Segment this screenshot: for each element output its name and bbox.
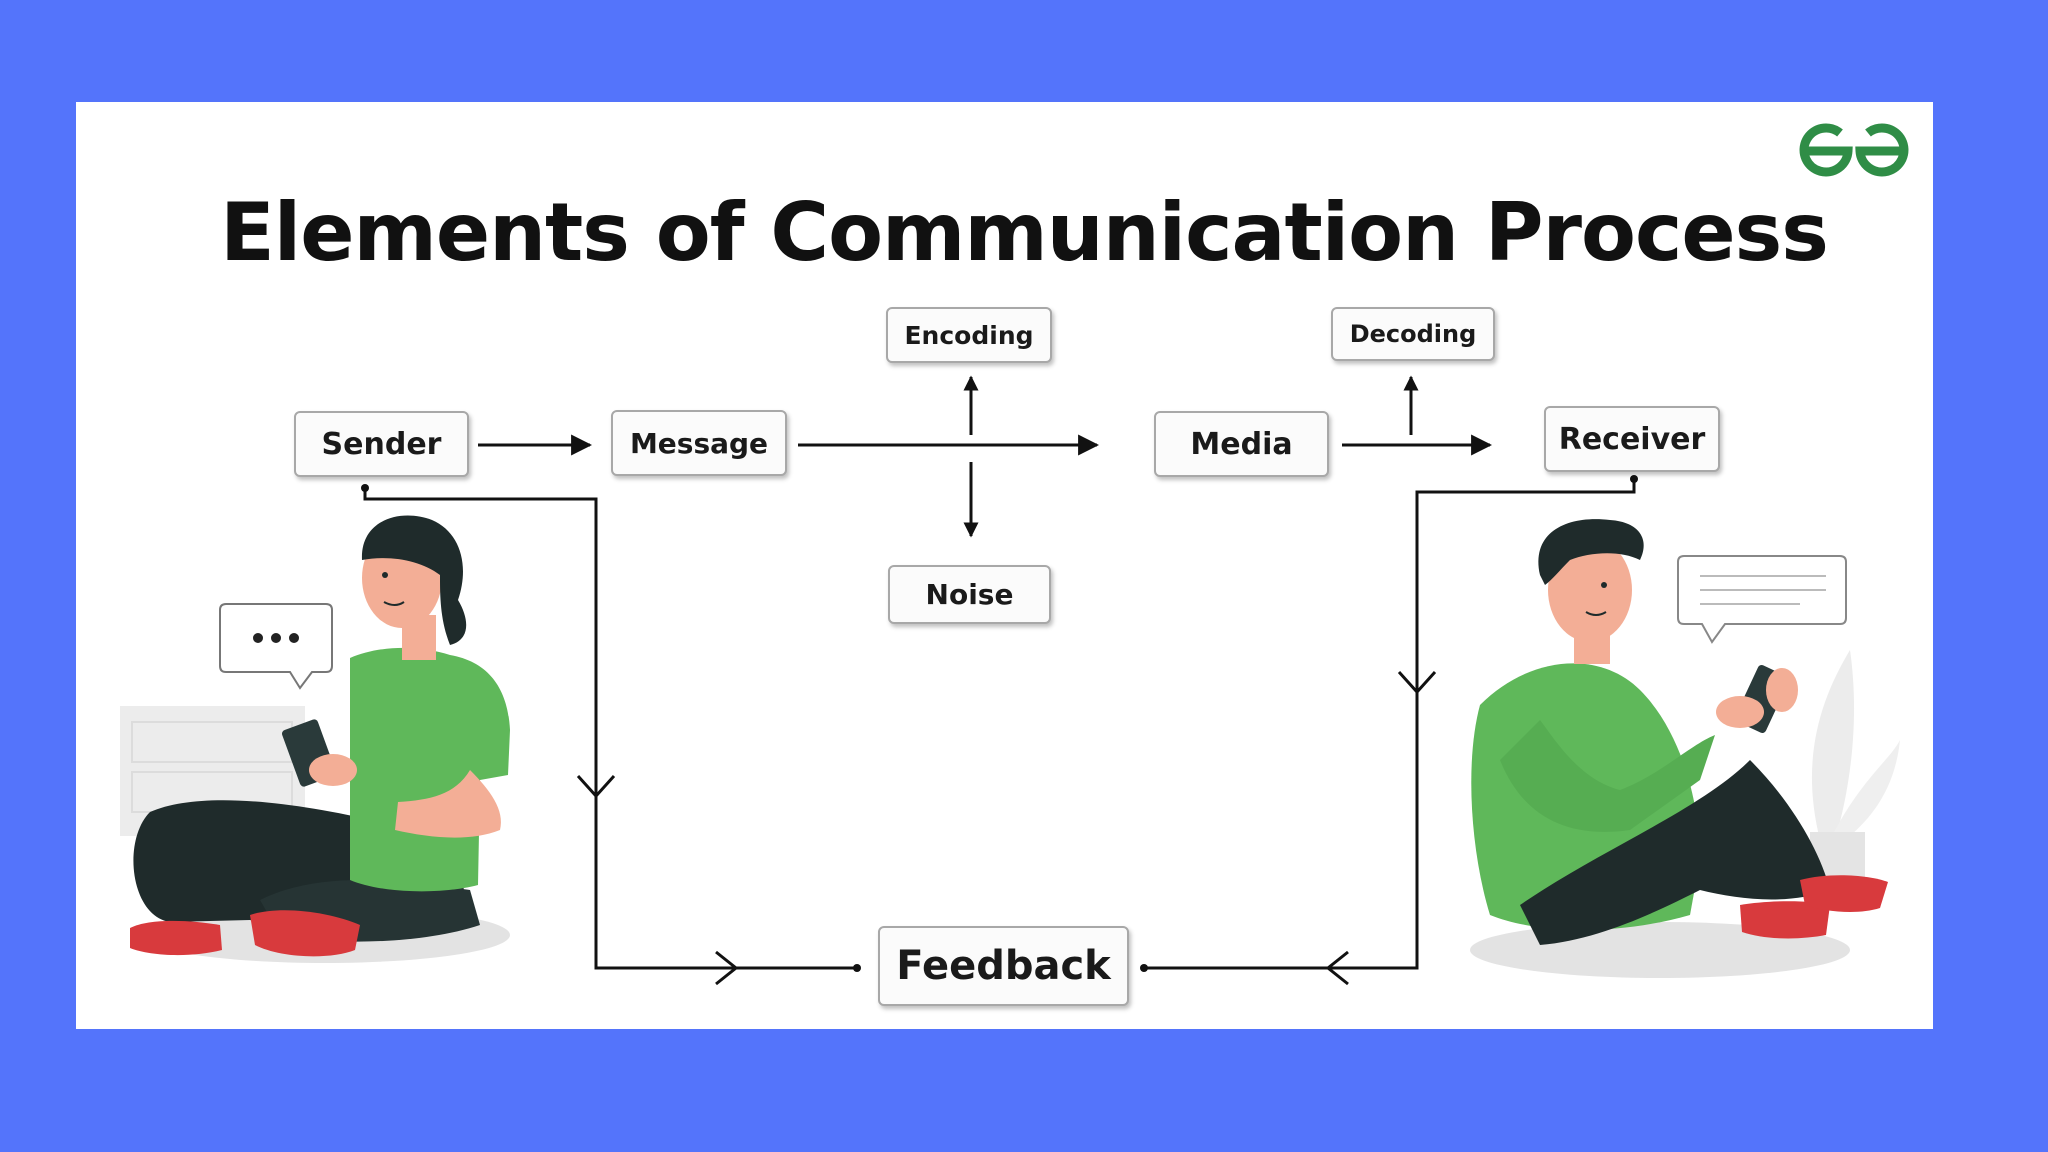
encoding-node: Encoding [886, 307, 1052, 363]
receiver-node: Receiver [1544, 406, 1720, 472]
man-with-phone-illustration [1470, 519, 1900, 978]
message-node: Message [611, 410, 787, 476]
typing-speech-bubble-icon [219, 603, 333, 690]
media-node: Media [1154, 411, 1329, 477]
sender-node: Sender [294, 411, 469, 477]
connector-dots [361, 475, 1638, 972]
message-speech-bubble-icon [1677, 555, 1847, 644]
geeksforgeeks-logo-icon [1799, 123, 1909, 177]
decoding-node: Decoding [1331, 307, 1495, 361]
page-title: Elements of Communication Process [220, 186, 1829, 279]
woman-with-phone-illustration [120, 515, 510, 963]
feedback-node: Feedback [878, 926, 1129, 1006]
diagram-connectors [363, 375, 1636, 986]
noise-node: Noise [888, 565, 1051, 624]
